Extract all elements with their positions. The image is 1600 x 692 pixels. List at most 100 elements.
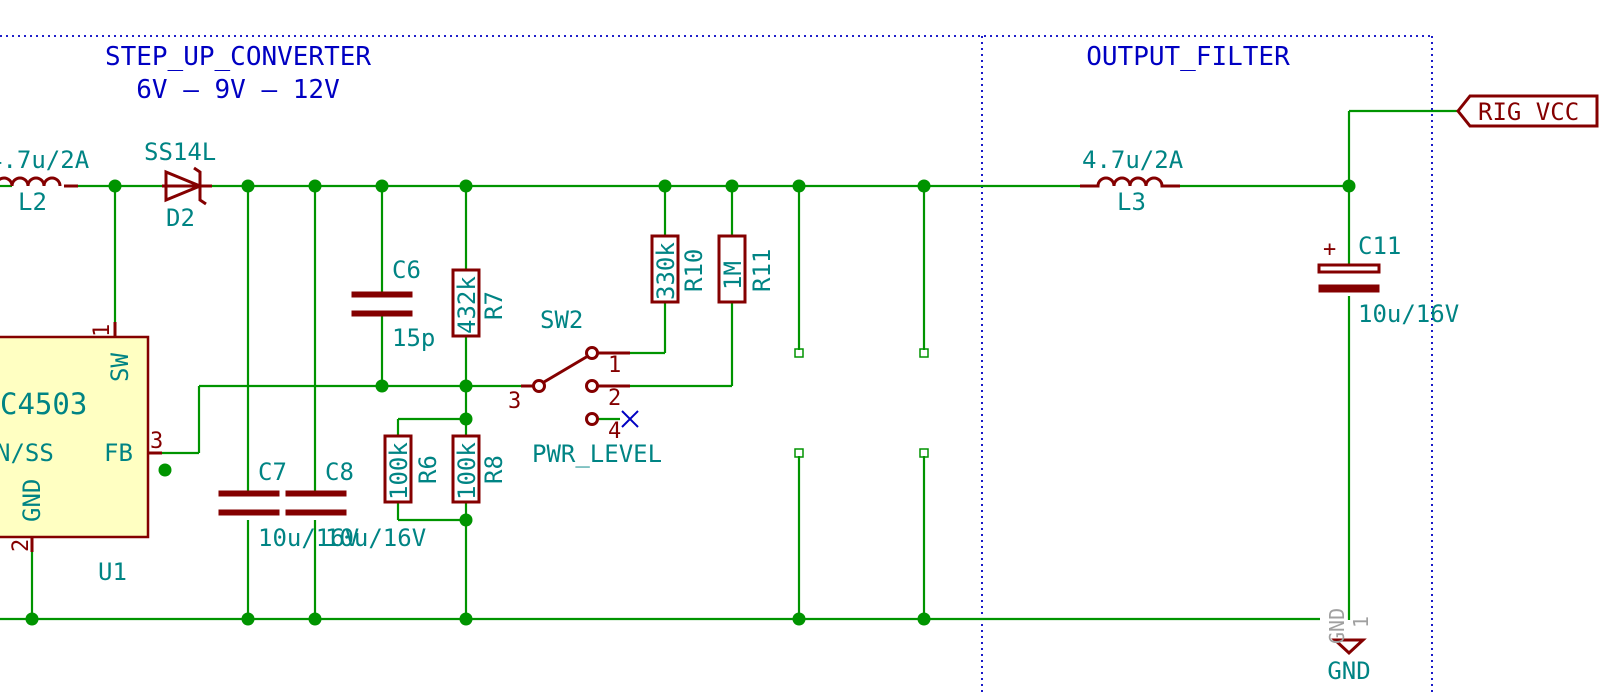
inductor-l3[interactable]: 4.7u/2A L3 [1080,146,1184,216]
capacitor-c11-plate-negative [1318,284,1380,293]
inductor-l2-ref: L2 [18,188,47,216]
switch-sw2-pin4-number: 4 [608,419,621,444]
switch-sw2-contact-1 [585,346,599,360]
junction-dot [241,612,255,626]
resistor-r8[interactable]: 100k R8 [451,434,508,504]
resistor-r7-ref: R7 [480,291,508,320]
capacitor-c11-plus: + [1323,237,1336,262]
no-connect-marker [621,410,639,428]
junction-dot [375,379,389,393]
junctions [25,179,1356,626]
switch-sw2-pin1-number: 1 [608,353,621,378]
junction-dot [375,179,389,193]
capacitor-c7[interactable]: C7 10u/16V [218,458,359,552]
capacitor-c6-value: 15p [392,324,435,352]
resistor-r7[interactable]: 432k R7 [451,268,508,338]
switch-sw2-pin2-number: 2 [608,386,621,411]
junction-dot [459,179,473,193]
switch-sw2-lever [543,354,589,384]
gnd-pin-name: GND [1325,608,1349,644]
ic-u1-pin-en-label: N/SS [0,439,54,467]
capacitor-c11[interactable]: + C11 10u/16V [1317,232,1459,328]
diode-d2[interactable]: SS14L D2 [144,138,216,232]
rig-vcc-text: RIG_VCC [1478,98,1579,126]
switch-sw2-pin3-number: 3 [508,389,521,414]
resistor-r11-body [717,234,747,304]
ic-u1-body [0,335,150,539]
capacitor-c11-value: 10u/16V [1358,300,1459,328]
junction-dot [792,179,806,193]
stub-endpoint [919,348,929,358]
gnd-pin-number: 1 [1349,616,1373,628]
ic-u1-pin-sw-label: SW [106,353,134,382]
diode-d2-cathode [193,166,207,206]
junction-dot [308,612,322,626]
capacitor-c6-plate-bottom [351,310,413,317]
resistor-r11[interactable]: 1M R11 [717,234,776,304]
capacitor-c6[interactable]: C6 15p [351,256,435,352]
junction-dot [658,179,672,193]
output-filter-title: OUTPUT_FILTER [1086,42,1290,72]
capacitor-c7-ref: C7 [258,458,287,486]
diode-d2-value: SS14L [144,138,216,166]
switch-sw2-contact-4 [585,412,599,426]
resistor-r10-body [650,234,680,304]
rig-vcc-flag [1456,94,1599,128]
wires [0,109,1458,621]
diode-d2-triangle [164,169,204,203]
junction-dot [241,179,255,193]
junction-dot [1342,179,1356,193]
switch-sw2[interactable]: 1 2 4 3 SW2 PWR_LEVEL [508,306,662,468]
junction-dot [917,179,931,193]
ic-u1-pin-gnd-label: GND [18,479,46,522]
resistor-r8-value: 100k [453,442,481,500]
capacitor-c8-plate-top [285,490,347,497]
step-up-converter-title: STEP_UP_CONVERTER [105,42,371,72]
stub-endpoint [794,348,804,358]
junction-dot [25,612,39,626]
resistor-r10[interactable]: 330k R10 [650,234,708,304]
inductor-l3-coil [1080,176,1180,188]
junction-dot [459,412,473,426]
stub-endpoint [794,448,804,458]
capacitor-c7-plate-bottom [218,509,280,516]
resistor-r7-value: 432k [453,276,481,334]
resistor-r8-ref: R8 [480,455,508,484]
capacitor-c6-plate-top [351,291,413,298]
junction-dot [158,463,172,477]
capacitor-c8-ref: C8 [325,458,354,486]
resistor-r6-ref: R6 [414,455,442,484]
ic-u1-part-name: C4503 [0,387,87,421]
capacitor-c8-value: 10u/16V [325,524,426,552]
inductor-l3-ref: L3 [1117,188,1146,216]
inductor-l2-coil [0,176,78,188]
capacitor-c11-ref: C11 [1358,232,1401,260]
capacitor-c6-ref: C6 [392,256,421,284]
resistor-r6-value: 100k [385,442,413,500]
capacitor-c8[interactable]: C8 10u/16V [285,458,426,552]
junction-dot [108,179,122,193]
resistor-r6[interactable]: 100k R6 [383,434,442,504]
diode-d2-ref: D2 [166,204,195,232]
switch-sw2-common-contact [532,379,546,393]
capacitor-c7-value: 10u/16V [258,524,359,552]
capacitor-c8-plate-bottom [285,509,347,516]
stub-endpoint [919,448,929,458]
ic-u1-pin3-number: 3 [150,429,163,454]
resistor-r11-value: 1M [719,261,747,290]
junction-dot [459,379,473,393]
step-up-converter-subtitle: 6V – 9V – 12V [136,75,340,105]
junction-dot [792,612,806,626]
gnd-symbol: GND 1 GND [1325,608,1373,685]
resistor-r11-ref: R11 [748,249,776,292]
rig-vcc-label[interactable]: RIG_VCC [1456,94,1599,128]
resistor-r8-body [451,434,481,504]
junction-dot [725,179,739,193]
inductor-l2[interactable]: 4.7u/2A L2 [0,146,90,216]
stub-endpoints [794,348,929,458]
capacitor-c11-plate-positive [1317,263,1381,274]
switch-sw2-contact-2 [585,379,599,393]
ic-u1-ref: U1 [98,558,127,586]
ic-u1[interactable]: C4503 SW FB N/SS GND 1 3 2 U1 [0,322,163,586]
